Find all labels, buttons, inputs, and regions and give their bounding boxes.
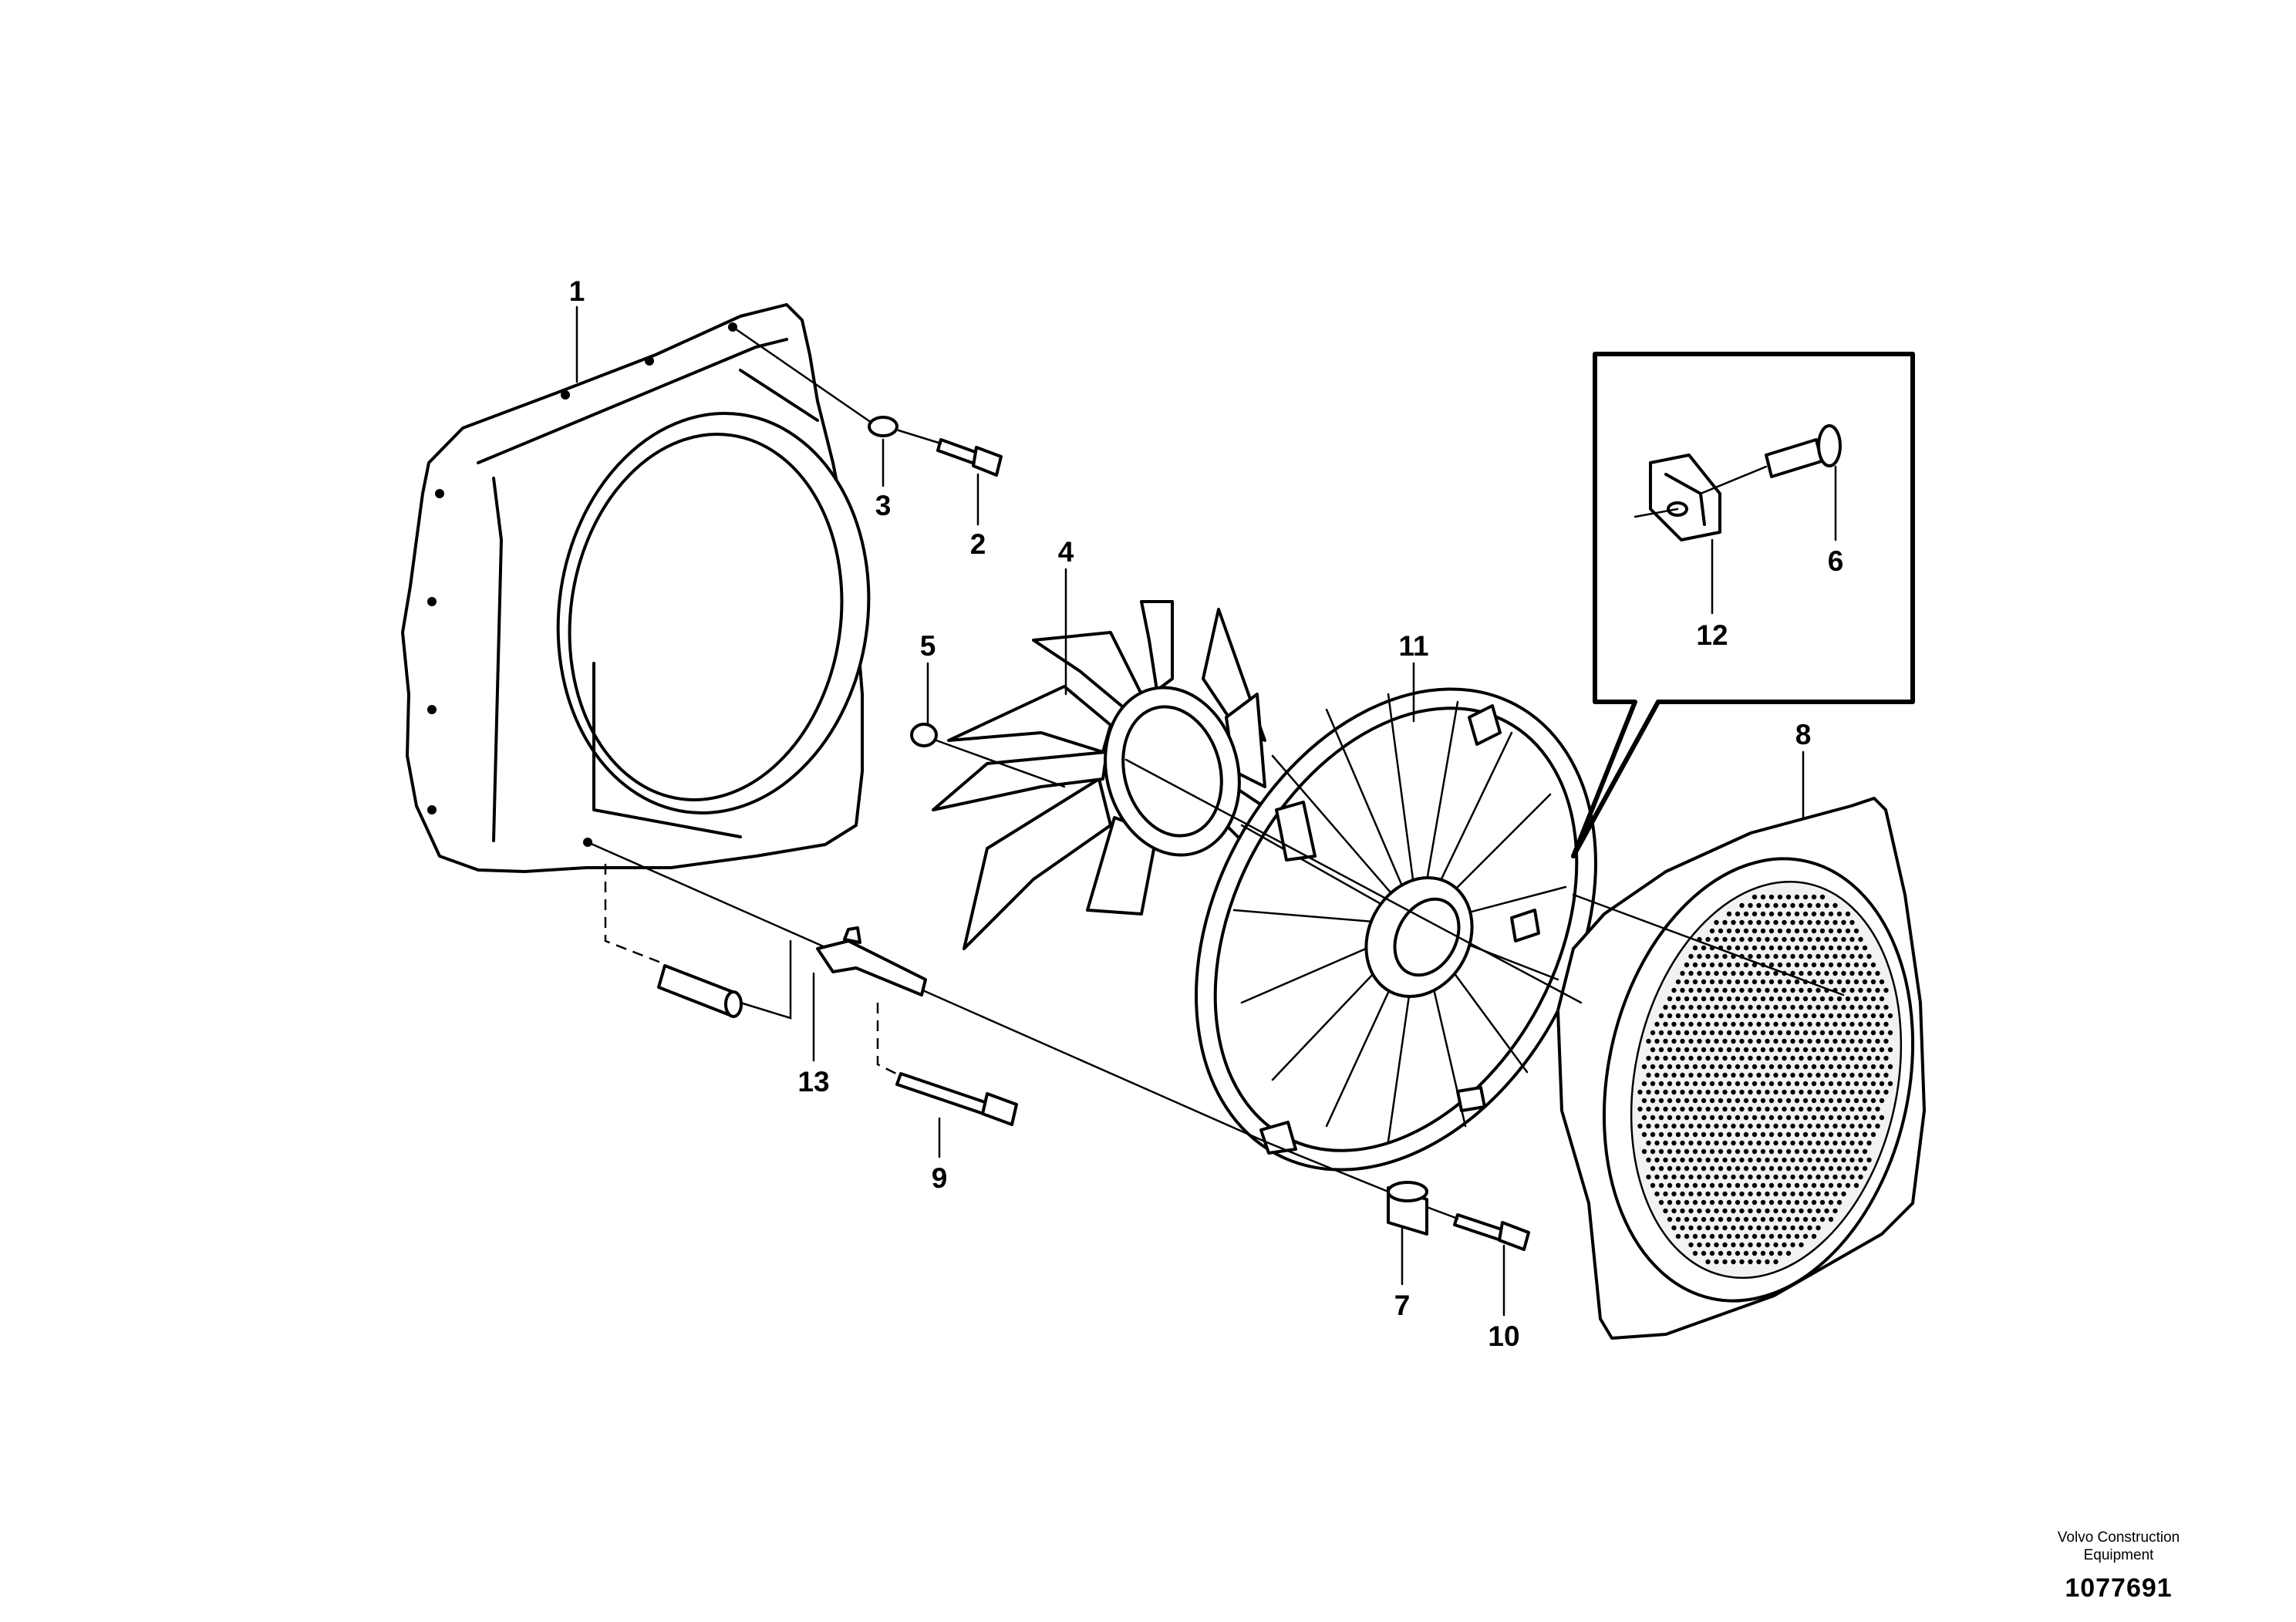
- part-3-washer: [868, 416, 899, 437]
- part-10-bolt: [1453, 1213, 1530, 1251]
- callout-7: 7: [1394, 1290, 1411, 1321]
- part-5-nut: [910, 723, 938, 747]
- part-9-bolt: [895, 1072, 1018, 1126]
- part-6-screw: [1765, 424, 1842, 478]
- callout-12: 12: [1696, 619, 1728, 651]
- leader-lines: [575, 305, 1837, 1317]
- detail-inset: [1571, 352, 1915, 858]
- grille-mesh-pattern: [1637, 894, 1893, 1265]
- part-8-grille-screen: [1556, 797, 1926, 1340]
- spacer-sleeve: [657, 964, 743, 1018]
- company-name-line2: Equipment: [2083, 1547, 2154, 1563]
- callout-6: 6: [1828, 545, 1844, 577]
- callout-8: 8: [1795, 719, 1812, 750]
- callout-3: 3: [875, 490, 892, 521]
- callout-9: 9: [932, 1162, 948, 1194]
- drawing-credit: Volvo Construction Equipment 1077691: [1991, 1529, 2246, 1603]
- callout-2: 2: [970, 528, 986, 560]
- part-11-fan-guard: [1195, 687, 1597, 1172]
- part-1-fan-shroud: [401, 303, 871, 873]
- drawing-number: 1077691: [2065, 1573, 2173, 1603]
- callout-10: 10: [1488, 1320, 1519, 1352]
- part-4-fan-impeller: [932, 600, 1305, 950]
- company-name-line1: Volvo Construction: [2057, 1529, 2180, 1546]
- callout-13: 13: [797, 1066, 829, 1098]
- part-13-bracket: [816, 926, 927, 996]
- part-7-spacer: [1387, 1181, 1428, 1236]
- part-12-clip-nut: [1649, 454, 1721, 541]
- callout-1: 1: [569, 275, 585, 307]
- callout-4: 4: [1058, 536, 1074, 568]
- callout-11: 11: [1398, 630, 1428, 662]
- part-2-bolt: [936, 438, 1003, 477]
- callout-5: 5: [920, 630, 936, 662]
